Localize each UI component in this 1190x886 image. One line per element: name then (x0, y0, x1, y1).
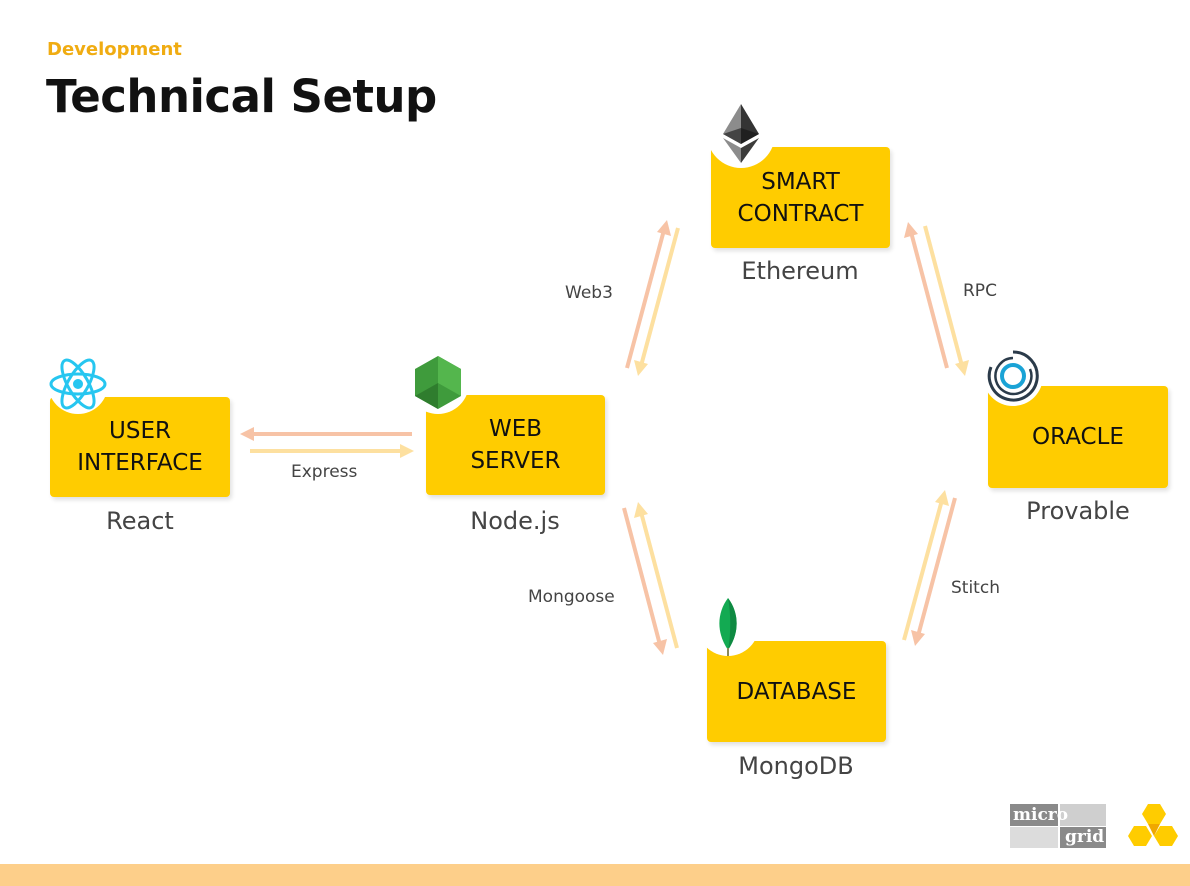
web3-label: Web3 (565, 283, 613, 303)
section-eyebrow: Development (47, 39, 182, 60)
react-icon (48, 354, 108, 414)
bottom-bar (0, 864, 1190, 886)
provable-icon (983, 346, 1043, 406)
database-label: DATABASE (736, 678, 857, 705)
page-title: Technical Setup (46, 70, 437, 123)
rpc-arrows (904, 222, 969, 376)
stitch-arrows (902, 490, 957, 646)
express-arrows (240, 427, 414, 458)
web-server-tech: Node.js (470, 507, 560, 535)
yellow-hexagons-logo-icon (1128, 804, 1178, 846)
user-interface-label: USER INTERFACE (77, 418, 203, 476)
mongoose-label: Mongoose (528, 587, 615, 607)
microgrid-logo: micro grid (1010, 804, 1106, 848)
web-server-node: WEB SERVER (426, 395, 605, 495)
oracle-tech: Provable (1026, 497, 1130, 525)
database-node: DATABASE (707, 641, 886, 742)
smart-contract-tech: Ethereum (741, 257, 859, 285)
database-tech: MongoDB (738, 752, 854, 780)
mongoose-arrows (622, 502, 679, 655)
web-server-label: WEB SERVER (470, 416, 561, 474)
microgrid-logo-grid: grid (1065, 827, 1105, 847)
smart-contract-label: SMART CONTRACT (737, 168, 864, 227)
stitch-label: Stitch (951, 578, 1000, 598)
nodejs-icon (407, 352, 469, 414)
oracle-label: ORACLE (1032, 424, 1124, 450)
express-label: Express (291, 462, 358, 482)
mongodb-leaf-icon (697, 594, 759, 656)
rpc-label: RPC (963, 281, 997, 301)
ethereum-icon (707, 100, 775, 168)
web3-arrows (625, 220, 680, 376)
microgrid-logo-micro: micro (1013, 805, 1069, 825)
user-interface-tech: React (106, 507, 174, 535)
